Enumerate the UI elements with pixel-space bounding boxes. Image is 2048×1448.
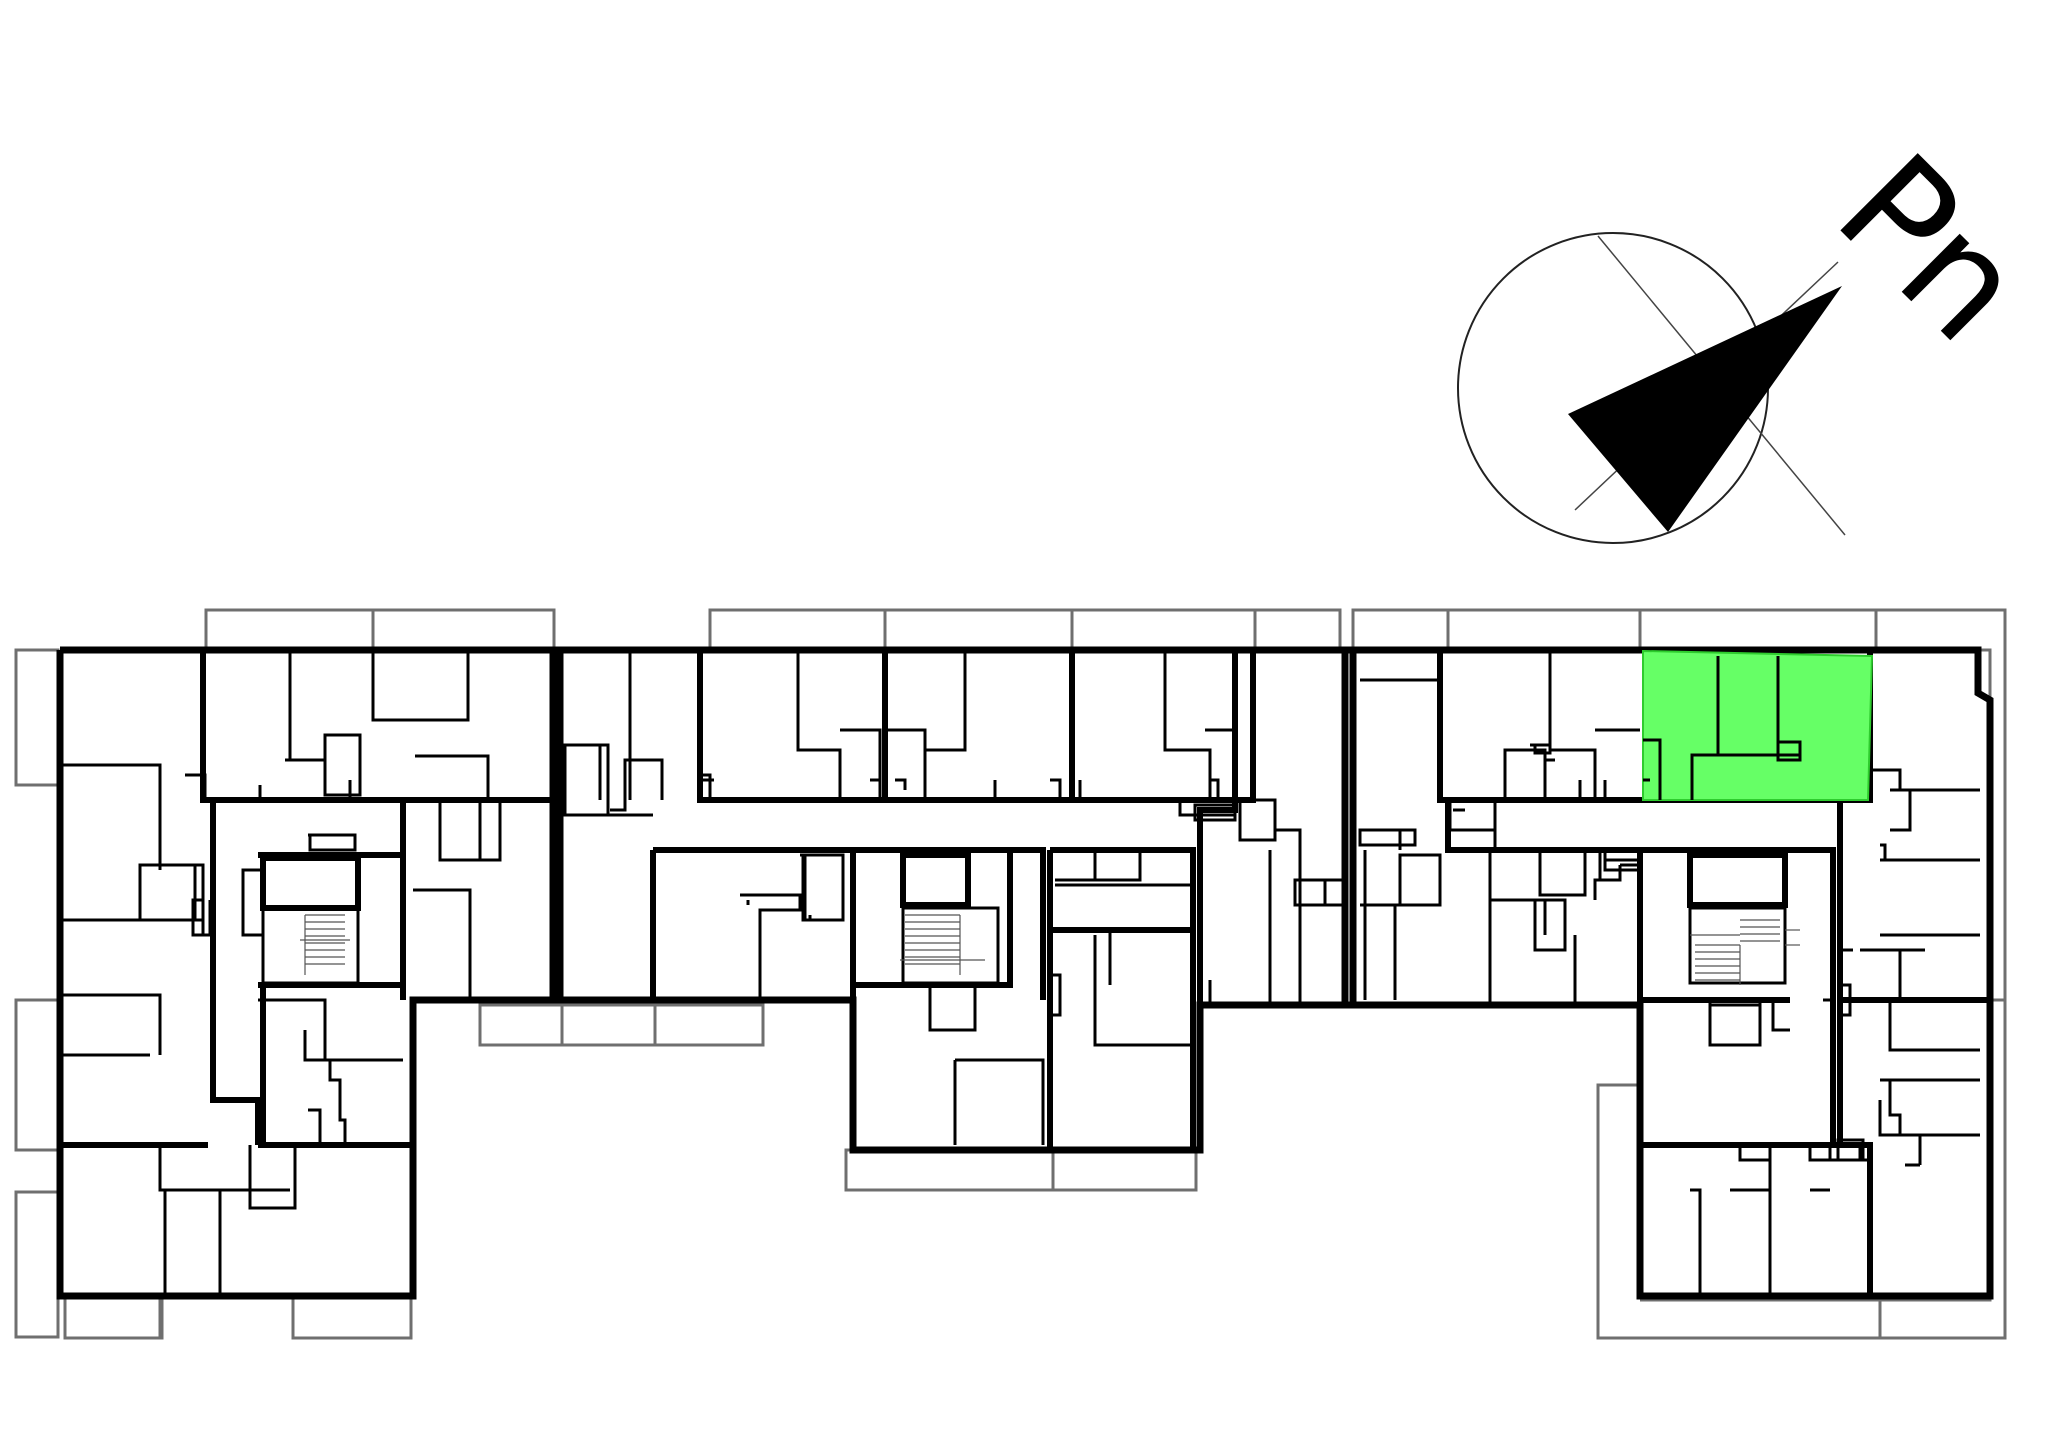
highlighted-apartment-partitions bbox=[1643, 656, 1802, 800]
north-compass: Pn bbox=[1457, 122, 2048, 544]
compass-needle-icon bbox=[1568, 286, 1842, 532]
highlighted-apartment-area[interactable] bbox=[1642, 649, 1874, 801]
compass-north-label: Pn bbox=[1805, 122, 2048, 374]
outer-walls bbox=[56, 646, 1994, 1300]
highlighted-apartment[interactable] bbox=[1642, 649, 1874, 801]
stairwell-left bbox=[261, 906, 360, 985]
stairwell-right bbox=[1688, 906, 1800, 985]
internal-walls bbox=[60, 650, 1990, 1296]
stairwell-middle bbox=[900, 906, 1000, 985]
thin-partitions bbox=[60, 650, 1980, 1296]
